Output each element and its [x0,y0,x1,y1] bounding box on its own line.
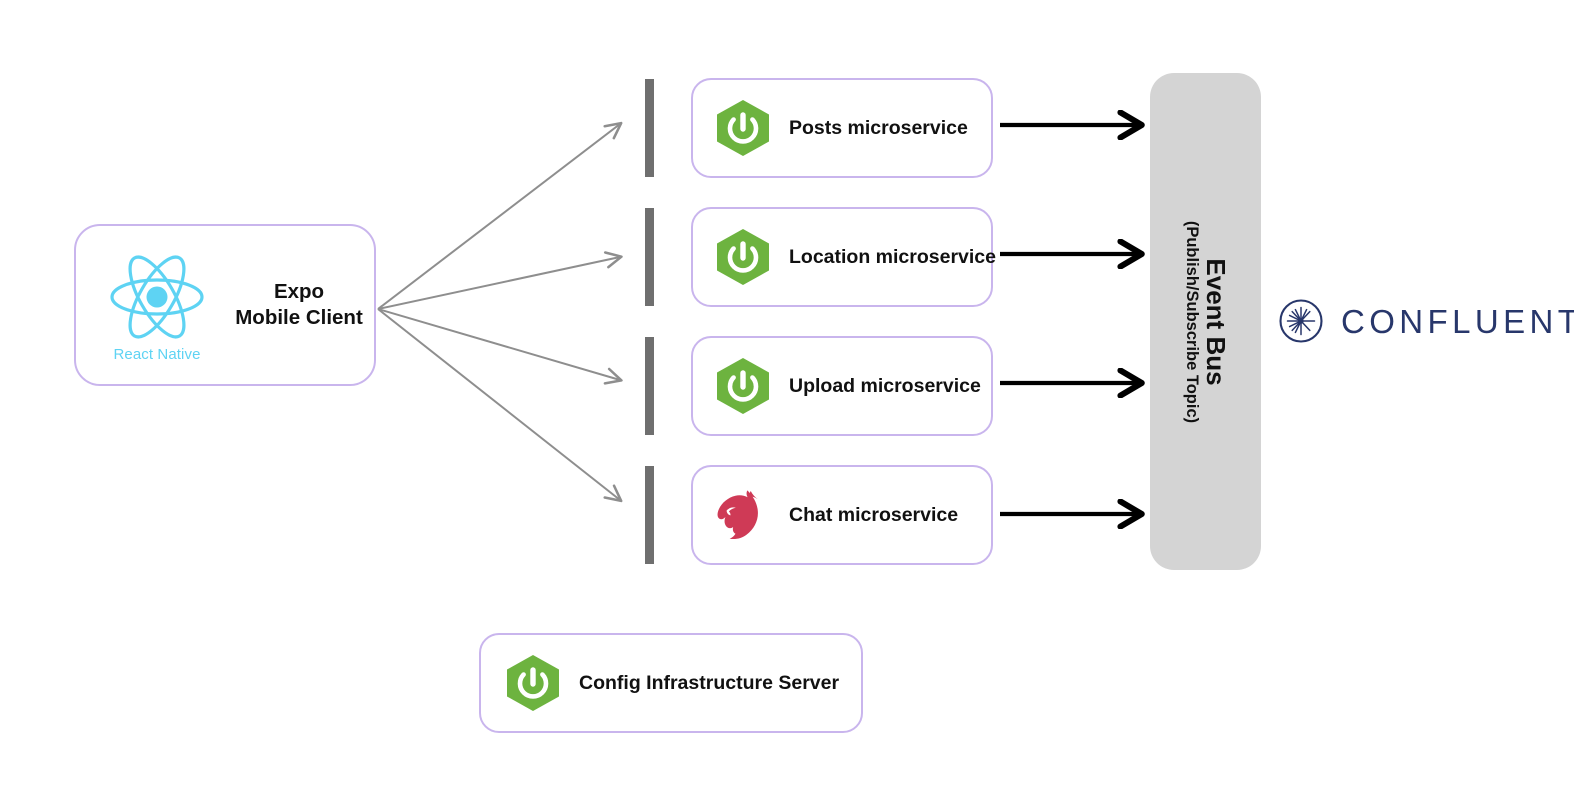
spring-boot-icon [715,99,771,157]
event-bus-title: Event Bus [1200,257,1231,386]
expo-mobile-client-node[interactable]: React Native Expo Mobile Client [74,224,376,386]
confluent-logo: CONFLUENT [1278,298,1574,344]
connector-tick-location [645,208,654,306]
service-node-location[interactable]: Location microservice [691,207,996,307]
event-bus-subtitle: (Publish/Subscribe Topic) [1182,220,1201,423]
client-title-line-1: Expo [273,279,325,303]
confluent-wordmark: CONFLUENT [1341,302,1574,340]
react-native-logo: React Native [98,248,216,366]
spring-boot-icon [715,228,771,286]
connector-tick-upload [645,337,654,435]
service-node-posts[interactable]: Posts microservice [691,78,993,178]
config-server-label: Config Infrastructure Server [579,671,840,694]
connector-tick-chat [645,466,654,564]
config-infrastructure-server-node[interactable]: Config Infrastructure Server [479,633,863,733]
arrow-client-to-upload [377,308,623,385]
service-label-posts: Posts microservice [789,116,968,139]
connector-tick-posts [645,79,654,177]
service-label-chat: Chat microservice [789,503,959,526]
react-nucleus [146,286,168,307]
event-bus-text-block: Event Bus (Publish/Subscribe Topic) [1181,220,1231,423]
react-native-caption: React Native [113,345,201,363]
arrow-client-to-location [377,251,623,310]
service-node-chat[interactable]: Chat microservice [691,465,993,565]
event-bus-node[interactable]: Event Bus (Publish/Subscribe Topic) [1150,73,1261,570]
client-title: Expo Mobile Client [224,226,374,384]
service-node-upload[interactable]: Upload microservice [691,336,993,436]
nestjs-cat-icon [715,486,771,544]
service-label-location: Location microservice [789,245,996,268]
services-to-bus-arrows [1000,125,1138,514]
client-to-services-arrows [377,121,623,503]
service-label-upload: Upload microservice [789,374,981,397]
spring-boot-icon [505,654,561,712]
confluent-starburst-icon [1279,299,1323,343]
react-native-atom-icon [110,255,204,338]
arrow-client-to-posts [377,121,623,310]
spring-boot-icon [715,357,771,415]
client-title-line-2: Mobile Client [235,306,363,329]
arrow-client-to-chat [377,308,623,503]
